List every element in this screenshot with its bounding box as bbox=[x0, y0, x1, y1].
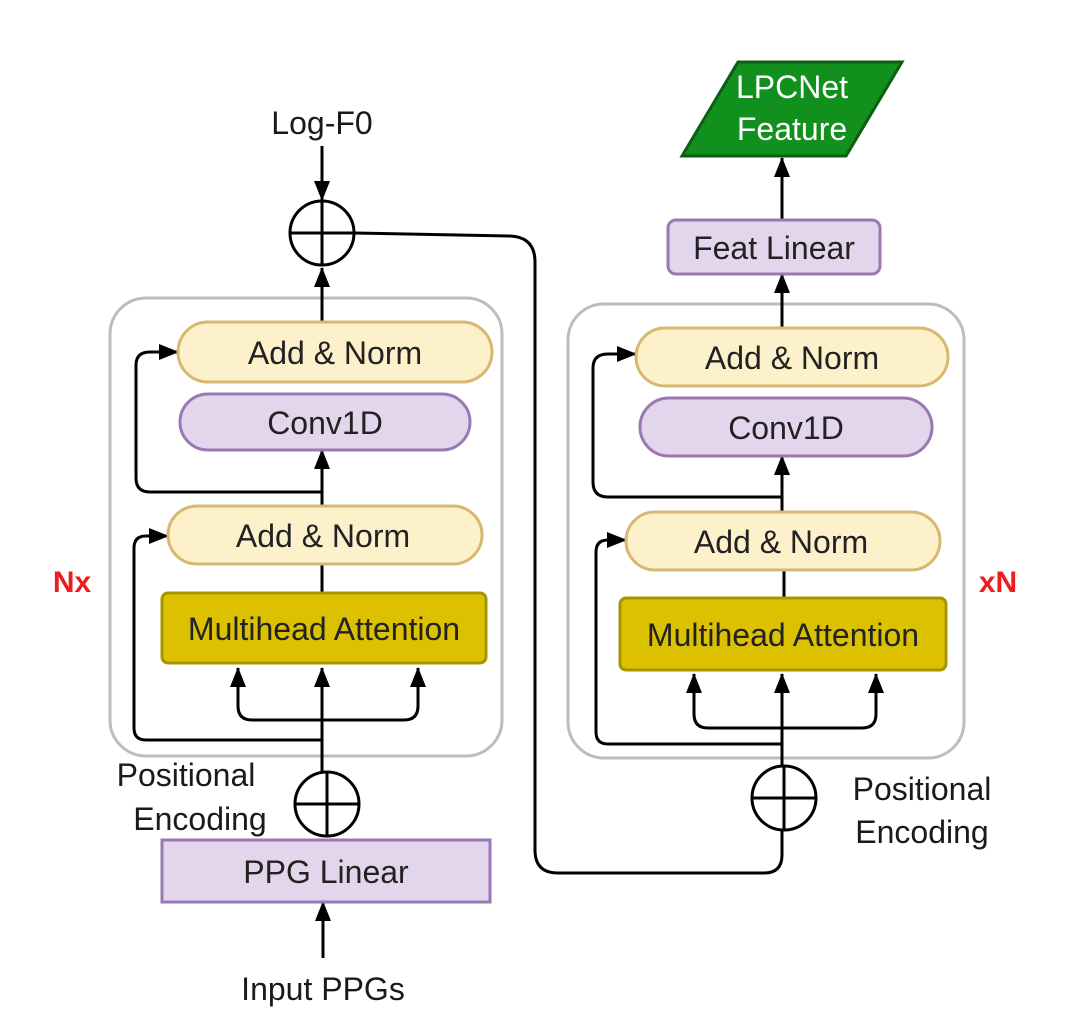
left-conv1d-label: Conv1D bbox=[267, 405, 383, 441]
left-multihead-attention: Multihead Attention bbox=[160, 591, 488, 665]
left-attention-label: Multihead Attention bbox=[188, 611, 460, 647]
left-residual-top bbox=[134, 344, 322, 494]
right-conv1d: Conv1D bbox=[638, 396, 934, 458]
left-residual-bottom bbox=[132, 528, 322, 742]
left-positional-sum-icon bbox=[293, 770, 361, 838]
left-add-norm-bottom: Add & Norm bbox=[166, 504, 484, 566]
left-repeat-label: Nx bbox=[53, 566, 92, 599]
right-add-norm-top: Add & Norm bbox=[634, 326, 950, 388]
ppg-linear-label: PPG Linear bbox=[243, 854, 409, 890]
left-add-norm-top-label: Add & Norm bbox=[248, 335, 422, 371]
left-positional-label-line1: Positional bbox=[117, 757, 256, 793]
output-label-line1: LPCNet bbox=[736, 69, 848, 105]
right-conv1d-label: Conv1D bbox=[728, 410, 844, 446]
right-residual-bottom bbox=[594, 532, 782, 746]
right-multihead-attention: Multihead Attention bbox=[618, 596, 948, 672]
input-ppgs-label: Input PPGs bbox=[241, 971, 405, 1007]
right-positional-label-line1: Positional bbox=[853, 771, 992, 807]
feat-linear: Feat Linear bbox=[666, 218, 882, 276]
right-add-norm-top-label: Add & Norm bbox=[705, 340, 879, 376]
left-positional-label-line2: Encoding bbox=[133, 801, 266, 837]
right-attention-label: Multihead Attention bbox=[647, 617, 919, 653]
right-block-container bbox=[566, 302, 966, 760]
output-label-line2: Feature bbox=[737, 111, 847, 147]
right-residual-top bbox=[591, 346, 782, 499]
left-sum-icon bbox=[288, 199, 356, 267]
right-positional-label-line2: Encoding bbox=[855, 814, 988, 850]
right-positional-sum-icon bbox=[750, 764, 818, 832]
right-repeat-label: xN bbox=[979, 566, 1017, 599]
lpcnet-feature-output: LPCNet Feature bbox=[679, 60, 905, 158]
cross-connector bbox=[353, 231, 784, 875]
left-conv1d: Conv1D bbox=[178, 392, 472, 452]
right-add-norm-bottom-label: Add & Norm bbox=[694, 524, 868, 560]
feat-linear-label: Feat Linear bbox=[693, 230, 855, 266]
right-add-norm-bottom: Add & Norm bbox=[624, 510, 942, 572]
log-f0-label: Log-F0 bbox=[271, 105, 372, 141]
ppg-linear: PPG Linear bbox=[160, 838, 492, 904]
left-add-norm-bottom-label: Add & Norm bbox=[236, 518, 410, 554]
left-add-norm-top: Add & Norm bbox=[176, 320, 494, 384]
left-block-container bbox=[108, 296, 504, 758]
